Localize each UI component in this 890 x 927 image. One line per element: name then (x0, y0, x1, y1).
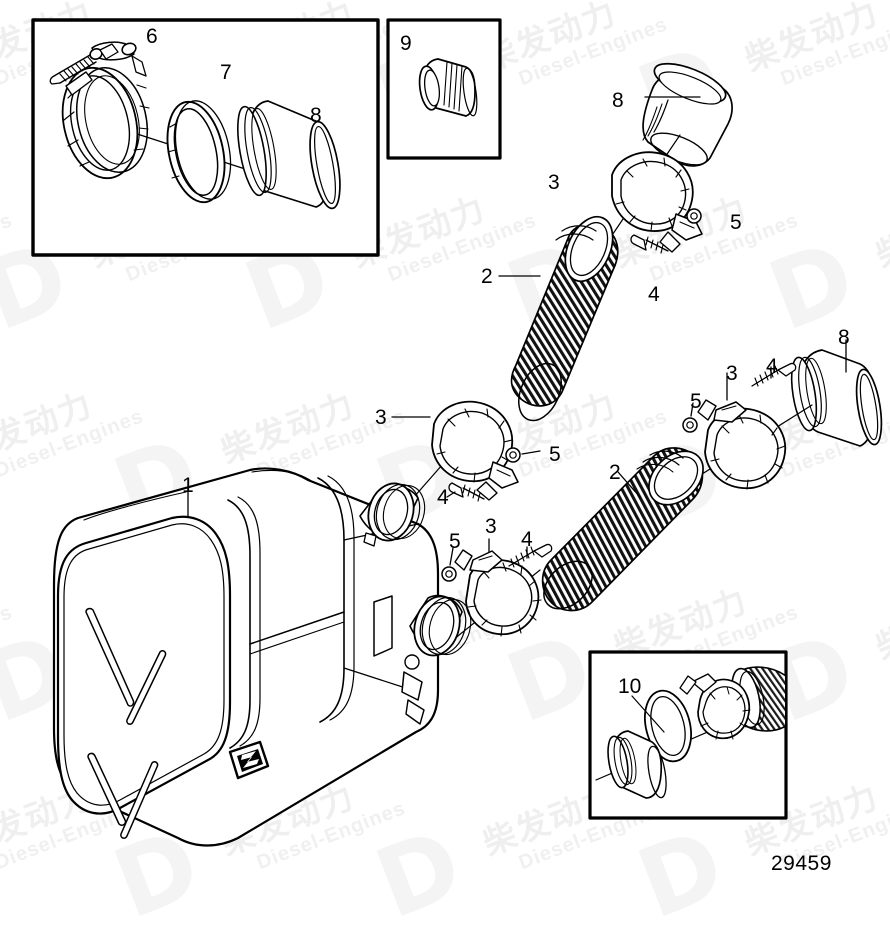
callout-1-silencer-muffler-body: 1 (182, 474, 194, 497)
part-3-v-band-clamp-lower (454, 549, 542, 637)
outlet-port-lower (401, 594, 472, 725)
assembly-upper-right (498, 62, 733, 422)
callout-8-connection-sleeve: 8 (310, 104, 322, 127)
callout-4-bolt: 4 (437, 486, 449, 509)
drawing-number: 29459 (771, 852, 832, 875)
callout-4-bolt: 4 (521, 528, 533, 551)
part-2-bellows-upper (510, 215, 619, 422)
part-5-nut-midleft (505, 447, 521, 463)
part-4-bolt-right (751, 362, 797, 387)
part-3-v-band-clamp-right (697, 399, 786, 490)
part-3-v-band-clamp-upper (611, 151, 703, 254)
callout-3-v-band-clamp: 3 (375, 406, 387, 429)
callout-8-connection-sleeve: 8 (838, 326, 850, 349)
part-10-clamp (679, 673, 751, 740)
part-8-connection-sleeve-right (790, 349, 883, 447)
callout-4-bolt: 4 (648, 283, 660, 306)
callout-3-v-band-clamp: 3 (485, 515, 497, 538)
callout-5-nut: 5 (690, 390, 702, 413)
part-5-nut-lower (441, 566, 457, 582)
detail-box-9 (386, 18, 502, 160)
outlet-port-upper (359, 482, 426, 547)
callout-6-v-band-clamp-with-t-bolt: 6 (146, 25, 158, 48)
part-3-v-band-clamp-midleft (431, 400, 519, 501)
callout-3-v-band-clamp: 3 (548, 171, 560, 194)
part-2-bellows-right (541, 447, 704, 612)
callout-10-clamp-and-gasket-kit: 10 (618, 675, 642, 698)
callout-7-sealing-ring: 7 (220, 61, 232, 84)
assembly-middle-right (541, 339, 883, 612)
callout-5-nut: 5 (449, 530, 461, 553)
callout-9-bushing: 9 (400, 32, 412, 55)
callout-2-flexible-bellows-pipe: 2 (481, 265, 493, 288)
detail-box-6-7-8 (31, 18, 380, 257)
part-6-v-band-clamp (49, 41, 150, 180)
part-4-bolt-midleft (448, 482, 485, 502)
part-5-nut-right (682, 417, 698, 433)
part-1-silencer-body (52, 467, 472, 847)
callout-8-connection-sleeve: 8 (612, 89, 624, 112)
part-10-gasket-ring (644, 689, 692, 763)
callout-3-v-band-clamp: 3 (726, 362, 738, 385)
part-9-bushing (418, 58, 478, 117)
part-8-connection-sleeve (237, 100, 341, 210)
manufacturer-badge (228, 740, 270, 780)
part-5-nut-upper (686, 208, 702, 224)
part-7-sealing-ring (166, 100, 232, 204)
detail-box-10 (588, 650, 788, 820)
assembly-lower-clamp (441, 538, 553, 649)
callout-4-bolt: 4 (766, 355, 778, 378)
part-10-sleeve (607, 730, 667, 799)
assembly-mid-left-upper-clamp (377, 400, 541, 539)
callout-2-flexible-bellows-pipe: 2 (609, 461, 621, 484)
callout-5-nut: 5 (549, 443, 561, 466)
end-face-vents (85, 607, 167, 839)
part-4-bolt-upper (630, 234, 669, 254)
callout-5-nut: 5 (730, 211, 742, 234)
